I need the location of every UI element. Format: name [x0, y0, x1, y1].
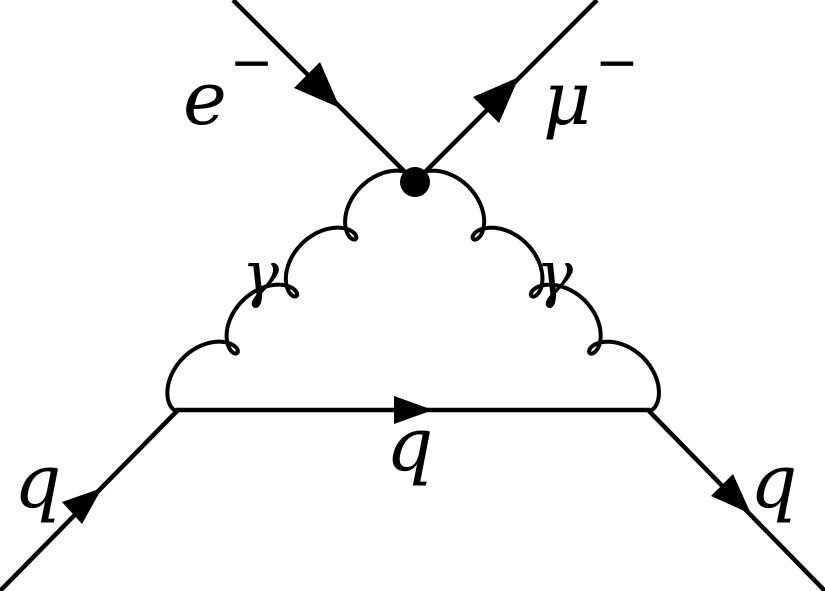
- quark-in-arrow: [62, 488, 102, 524]
- label-muon: μ−: [543, 33, 639, 142]
- label-muon-charge: −: [595, 33, 639, 93]
- photon-right-line: [412, 168, 661, 413]
- electron-arrow: [294, 62, 340, 108]
- quark-out-arrow: [711, 474, 751, 514]
- label-quark-out: q: [750, 439, 797, 525]
- label-muon-symbol: μ: [543, 56, 591, 142]
- photon-left-line: [165, 168, 418, 413]
- label-electron-charge: −: [230, 33, 274, 93]
- quark-internal-arrow: [394, 396, 433, 424]
- label-quark-in: q: [14, 439, 61, 525]
- muon-arrow: [473, 77, 519, 123]
- label-electron: e−: [183, 33, 273, 142]
- label-photon-left: γ: [242, 237, 280, 310]
- label-quark-internal: q: [386, 402, 433, 488]
- label-photon-right: γ: [536, 237, 574, 310]
- label-electron-symbol: e: [183, 56, 227, 142]
